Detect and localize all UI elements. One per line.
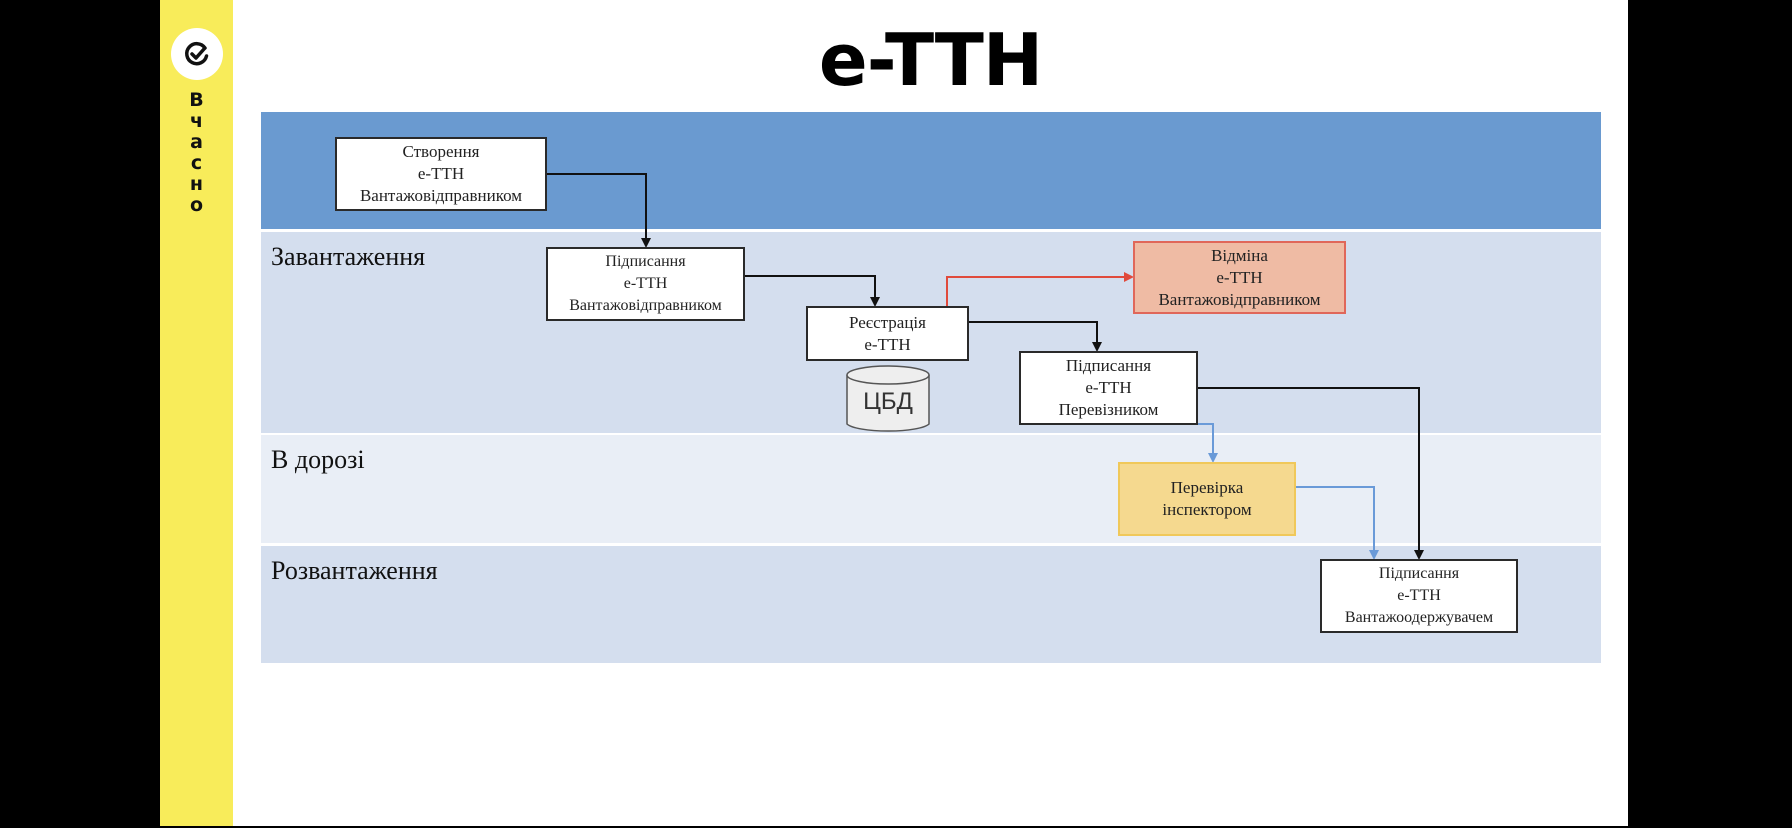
node-line: Вантажоодержувачем xyxy=(1344,609,1494,626)
brand-letter: В xyxy=(189,89,204,111)
brand-letter: с xyxy=(190,152,203,174)
node-line: Відміна xyxy=(1211,245,1268,265)
brand-letter: а xyxy=(190,131,203,153)
lane-on-road: В дорозі xyxy=(261,435,1601,543)
logo xyxy=(171,28,223,80)
node-line: Реєстрація xyxy=(849,312,926,332)
node-line: е-ТТН xyxy=(623,275,668,292)
node-line: Вантажовідправником xyxy=(359,186,523,205)
node-sign-consignee: Підписання е-ТТН Вантажоодержувачем xyxy=(1320,559,1518,633)
node-line: е-ТТН xyxy=(417,164,465,183)
brand-letter: о xyxy=(189,194,204,216)
node-line: Вантажовідправником xyxy=(1158,289,1321,309)
lane-label: Розвантаження xyxy=(271,556,438,585)
database-label: ЦБД xyxy=(863,388,913,415)
node-create-ettn: Створення е-ТТН Вантажовідправником xyxy=(335,137,547,211)
node-line: Перевізником xyxy=(1058,400,1159,419)
node-line: Підписання xyxy=(605,253,686,270)
brand-letter: ч xyxy=(189,110,204,132)
brand-letter: н xyxy=(189,173,204,195)
brand-wordmark: В ч а с н о xyxy=(160,90,233,216)
node-sign-carrier: Підписання е-ТТН Перевізником xyxy=(1019,351,1198,425)
lane-label: В дорозі xyxy=(271,445,365,474)
node-inspector-check: Перевірка інспектором xyxy=(1118,462,1296,536)
node-line: Вантажовідправником xyxy=(569,297,722,314)
brand-sidebar xyxy=(160,0,233,826)
node-cancel-ettn: Відміна е-ТТН Вантажовідправником xyxy=(1133,241,1346,314)
node-line: е-ТТН xyxy=(1216,267,1263,287)
node-line: Підписання xyxy=(1378,565,1460,582)
slide-title: e-TTH xyxy=(818,18,1043,102)
check-circle-logo-icon xyxy=(185,41,209,66)
node-line: інспектором xyxy=(1162,500,1252,519)
node-line: Перевірка xyxy=(1170,478,1244,497)
node-line: е-ТТН xyxy=(864,334,911,354)
node-register-ettn: Реєстрація е-ТТН xyxy=(806,306,969,361)
node-line: е-ТТН xyxy=(1397,587,1441,604)
node-line: Підписання xyxy=(1065,356,1152,375)
node-line: Створення xyxy=(402,142,480,161)
lane-label: Завантаження xyxy=(271,242,426,271)
node-line: е-ТТН xyxy=(1085,378,1132,397)
node-sign-shipper: Підписання е-ТТН Вантажовідправником xyxy=(546,247,745,321)
